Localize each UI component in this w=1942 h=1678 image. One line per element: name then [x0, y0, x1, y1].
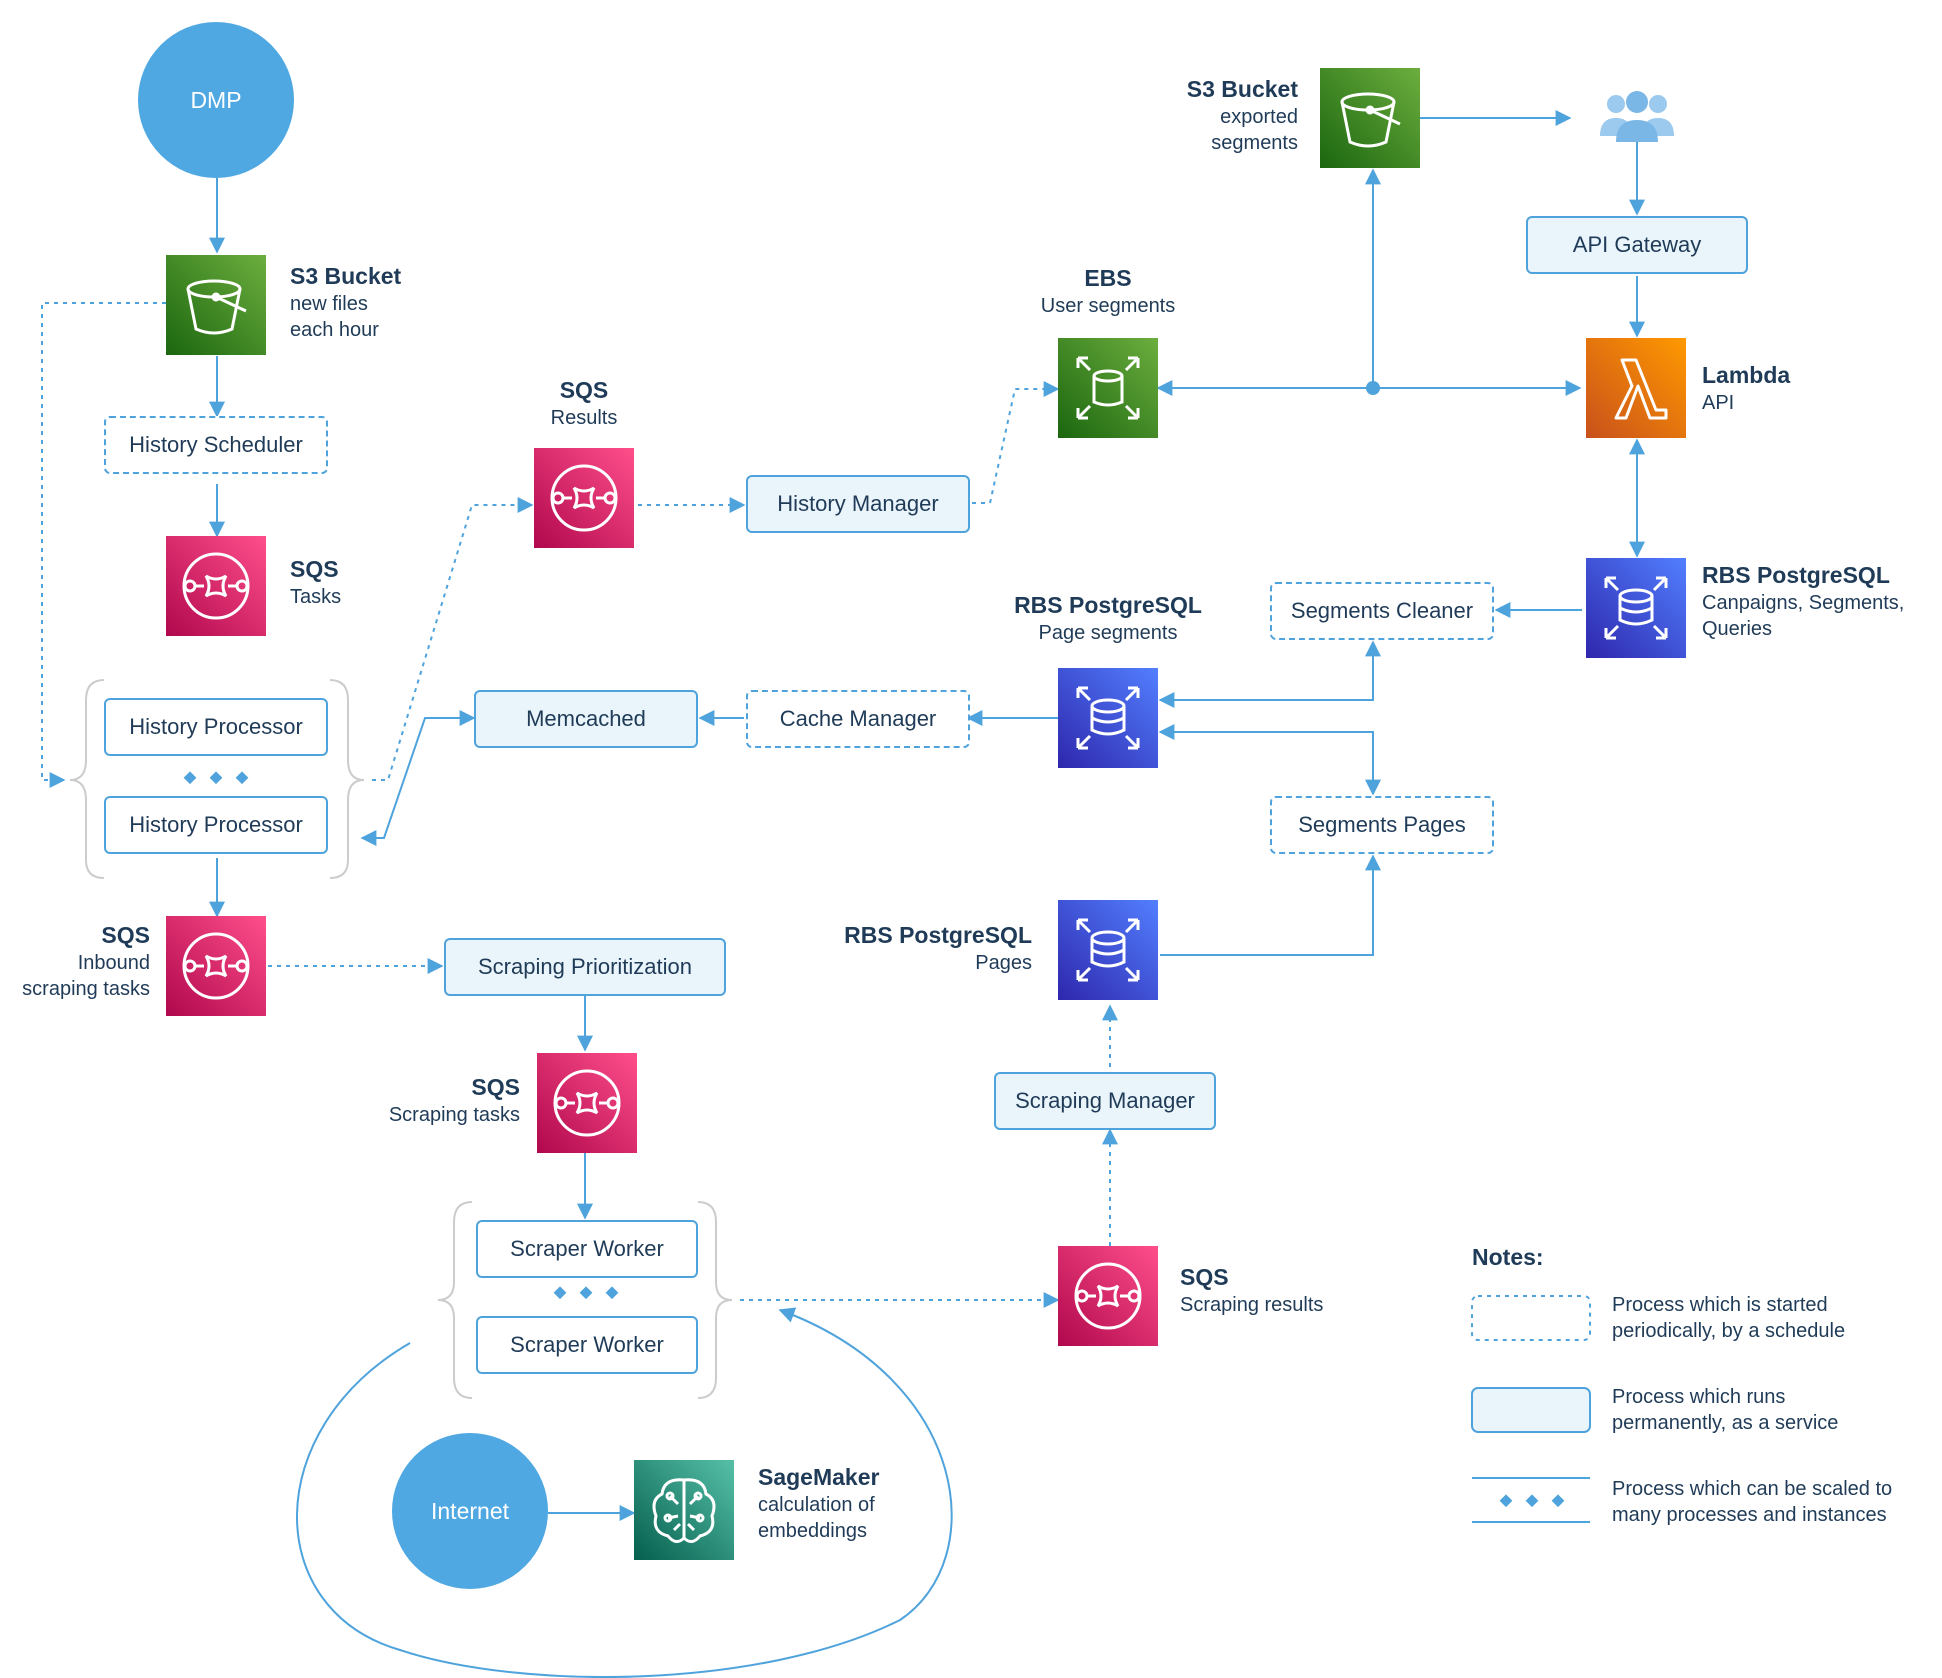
note-scaled: Process which can be scaled to many proc… — [1612, 1476, 1892, 1528]
sqs-scraping-tasks-title: SQS — [471, 1074, 520, 1100]
dmp-label: DMP — [190, 86, 242, 113]
note-scheduled-line1: Process which is started — [1612, 1294, 1828, 1316]
segments-cleaner-box: Segments Cleaner — [1270, 582, 1494, 640]
sqs-scraping-tasks-label: SQS Scraping tasks — [360, 1072, 520, 1128]
scaling-dots — [183, 771, 619, 1300]
note-scaled-line2: many processes and instances — [1612, 1504, 1887, 1526]
ebs-line1: User segments — [1040, 295, 1176, 317]
junction-dot — [1366, 381, 1380, 395]
sqs-inbound-line2: scraping tasks — [22, 978, 150, 1000]
ebs-volume-icon — [1058, 338, 1158, 438]
s3-exported-label: S3 Bucket exported segments — [1100, 74, 1298, 156]
sagemaker-line1: calculation of — [758, 1494, 875, 1516]
s3-new-line2: each hour — [290, 319, 379, 341]
sqs-inbound-label: SQS Inbound scraping tasks — [6, 920, 150, 1002]
note-scheduled-line2: periodically, by a schedule — [1612, 1320, 1846, 1342]
sqs-results-title: SQS — [559, 377, 609, 403]
ebs-label: EBS User segments — [1008, 263, 1208, 319]
note-service-line2: permanently, as a service — [1612, 1412, 1839, 1434]
rds-campaigns-title: RBS PostgreSQL — [1702, 562, 1890, 588]
sqs-results-icon — [534, 448, 634, 548]
sqs-inbound-icon — [166, 916, 266, 1016]
s3-exported-line2: segments — [1211, 132, 1298, 154]
internet-label: Internet — [431, 1497, 509, 1524]
group-braces — [69, 679, 733, 1399]
lambda-icon — [1586, 338, 1686, 438]
sqs-tasks-icon — [166, 536, 266, 636]
rds-page-segments-line1: Page segments — [1038, 622, 1178, 644]
legend-service-swatch — [1471, 1387, 1591, 1433]
s3-new-files-label: S3 Bucket new files each hour — [290, 261, 401, 343]
ebs-title: EBS — [1084, 265, 1132, 291]
history-scheduler-box: History Scheduler — [104, 416, 328, 474]
sqs-inbound-line1: Inbound — [77, 952, 150, 974]
sqs-tasks-label: SQS Tasks — [290, 554, 341, 610]
s3-exported-line1: exported — [1220, 106, 1298, 128]
scraper-worker-box-1: Scraper Worker — [476, 1220, 698, 1278]
scraping-prioritization-box: Scraping Prioritization — [444, 938, 726, 996]
rds-campaigns-label: RBS PostgreSQL Canpaigns, Segments, Quer… — [1702, 560, 1904, 642]
internet-node: Internet — [392, 1433, 548, 1589]
history-processor-box-1: History Processor — [104, 698, 328, 756]
rds-pages-icon — [1058, 900, 1158, 1000]
sagemaker-title: SageMaker — [758, 1464, 880, 1490]
note-scaled-line1: Process which can be scaled to — [1612, 1478, 1893, 1500]
note-service-line1: Process which runs — [1612, 1386, 1786, 1408]
s3-new-line1: new files — [290, 293, 368, 315]
scraping-manager-box: Scraping Manager — [994, 1072, 1216, 1130]
users-icon — [1592, 86, 1682, 146]
rds-pages-line1: Pages — [975, 952, 1032, 974]
rds-campaigns-icon — [1586, 558, 1686, 658]
history-manager-box: History Manager — [746, 475, 970, 533]
sqs-scraping-results-label: SQS Scraping results — [1180, 1262, 1323, 1318]
sqs-scraping-results-title: SQS — [1180, 1264, 1229, 1290]
sagemaker-label: SageMaker calculation of embeddings — [758, 1462, 879, 1544]
history-processor-box-2: History Processor — [104, 796, 328, 854]
s3-exported-icon — [1320, 68, 1420, 168]
legend-scaled-swatch — [1472, 1477, 1590, 1523]
rds-page-segments-label: RBS PostgreSQL Page segments — [988, 590, 1228, 646]
sqs-tasks-line1: Tasks — [290, 586, 342, 608]
sagemaker-icon — [634, 1460, 734, 1560]
dmp-node: DMP — [138, 22, 294, 178]
legend-scheduled-swatch — [1471, 1295, 1591, 1341]
lambda-title: Lambda — [1702, 362, 1791, 388]
s3-bucket-icon — [166, 255, 266, 355]
lambda-line1: API — [1702, 392, 1735, 414]
sagemaker-line2: embeddings — [758, 1520, 867, 1542]
sqs-results-label: SQS Results — [504, 375, 664, 431]
cache-manager-box: Cache Manager — [746, 690, 970, 748]
note-scheduled: Process which is started periodically, b… — [1612, 1292, 1845, 1344]
sqs-scraping-results-icon — [1058, 1246, 1158, 1346]
note-service: Process which runs permanently, as a ser… — [1612, 1384, 1838, 1436]
s3-exported-title: S3 Bucket — [1186, 76, 1298, 102]
sqs-inbound-title: SQS — [101, 922, 150, 948]
notes-title: Notes: — [1472, 1244, 1544, 1270]
s3-new-title: S3 Bucket — [290, 263, 402, 289]
segments-pages-box: Segments Pages — [1270, 796, 1494, 854]
rds-pages-label: RBS PostgreSQL Pages — [800, 920, 1032, 976]
sqs-scraping-tasks-line1: Scraping tasks — [388, 1104, 520, 1126]
memcached-box: Memcached — [474, 690, 698, 748]
api-gateway-box: API Gateway — [1526, 216, 1748, 274]
rds-pages-title: RBS PostgreSQL — [844, 922, 1032, 948]
sqs-tasks-title: SQS — [290, 556, 339, 582]
scraper-worker-box-2: Scraper Worker — [476, 1316, 698, 1374]
rds-page-segments-title: RBS PostgreSQL — [1014, 592, 1202, 618]
lambda-label: Lambda API — [1702, 360, 1790, 416]
rds-page-segments-icon — [1058, 668, 1158, 768]
rds-campaigns-line2: Queries — [1702, 618, 1773, 640]
sqs-scraping-results-line1: Scraping results — [1180, 1294, 1324, 1316]
rds-campaigns-line1: Canpaigns, Segments, — [1702, 592, 1905, 614]
sqs-scraping-tasks-icon — [537, 1053, 637, 1153]
sqs-results-line1: Results — [550, 407, 618, 429]
